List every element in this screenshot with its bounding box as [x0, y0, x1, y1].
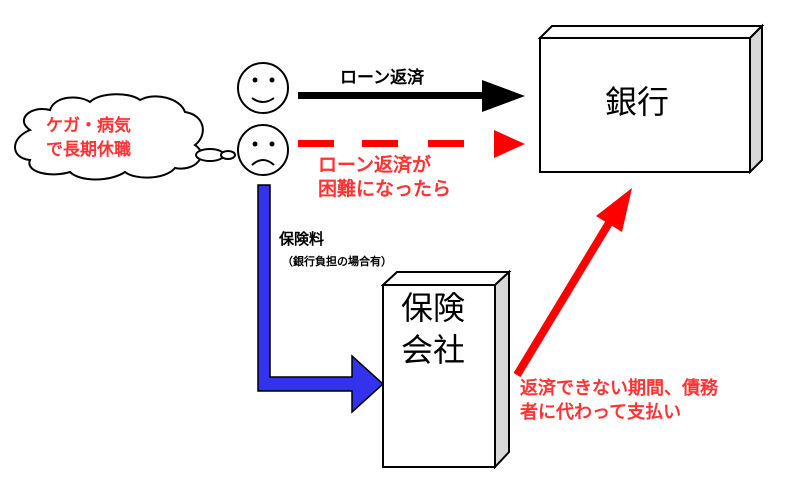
insurer-label-line2: 会社: [401, 331, 466, 369]
sad-face-icon: [237, 124, 289, 176]
cloud-text-line1: ケガ・病気: [46, 116, 131, 136]
payout-label-line1: 返済できない期間、債務: [520, 378, 718, 399]
repay-label: ローン返済: [340, 68, 425, 88]
happy-face-icon: [237, 62, 289, 114]
bank-box: [537, 23, 765, 175]
payout-arrow: [513, 188, 632, 378]
premium-arrow: [257, 184, 385, 414]
trouble-dashed-arrow: [298, 130, 525, 158]
trouble-label-line2: 困難になったら: [318, 178, 452, 200]
thought-cloud: [14, 93, 236, 181]
insurer-label-line1: 保険: [401, 289, 466, 327]
cloud-text-line2: で長期休職: [46, 140, 131, 160]
payout-label-line2: 者に代わって支払い: [520, 402, 682, 423]
insurer-box: [380, 269, 512, 470]
repay-arrow: [298, 80, 525, 112]
bank-label: 銀行: [605, 83, 670, 121]
premium-note: （銀行負担の場合有）: [282, 255, 392, 268]
trouble-label-line1: ローン返済が: [318, 154, 432, 176]
premium-label: 保険料: [279, 230, 325, 248]
